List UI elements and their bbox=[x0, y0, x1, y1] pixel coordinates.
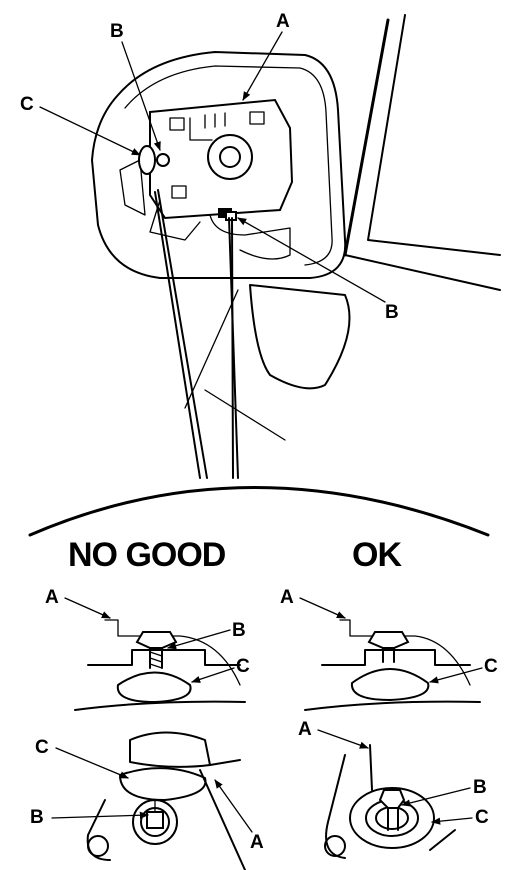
door-window-edge bbox=[367, 14, 501, 256]
callout-c-top: C bbox=[20, 94, 34, 115]
screw-head-wrong bbox=[135, 631, 178, 649]
callout-a-ng-lower: A bbox=[250, 832, 264, 853]
callout-b-bottom: B bbox=[385, 302, 399, 323]
callouts-ok-upper: A C bbox=[280, 587, 498, 684]
no-good-detail-upper bbox=[74, 619, 246, 711]
detail-divider-arc bbox=[28, 486, 490, 537]
guide-line-left-1 bbox=[157, 189, 208, 479]
callouts-top: A B C B bbox=[20, 11, 399, 323]
ok-detail-lower bbox=[324, 744, 456, 859]
mirror-assembly-view bbox=[91, 14, 501, 479]
heading-ok: OK bbox=[352, 536, 402, 574]
ok-detail-upper bbox=[304, 619, 481, 711]
cap-wrong bbox=[129, 731, 211, 768]
actuator-mount bbox=[209, 214, 291, 260]
screw-head-correct bbox=[367, 631, 410, 649]
clip-seated-wrong bbox=[116, 671, 192, 703]
mirror-housing bbox=[91, 51, 347, 279]
callout-a-ng-upper: A bbox=[45, 587, 59, 608]
no-good-detail-lower bbox=[86, 731, 246, 870]
callouts-no-good-lower: C B A bbox=[30, 737, 264, 853]
mirror-housing-inner bbox=[124, 65, 333, 266]
heading-no-good: NO GOOD bbox=[68, 536, 226, 574]
callout-c-ng-lower: C bbox=[35, 737, 49, 758]
screw-loose bbox=[146, 811, 164, 829]
callout-b-ng-lower: B bbox=[30, 807, 44, 828]
callouts-no-good-upper: A B C bbox=[45, 587, 250, 683]
callout-c-ng-upper: C bbox=[236, 656, 250, 677]
callout-a-top: A bbox=[276, 11, 290, 32]
clip-seated-correct bbox=[350, 668, 430, 701]
mirror-base-bracket bbox=[249, 284, 351, 390]
mirror-side-bracket bbox=[119, 159, 146, 216]
callout-a-ok-lower: A bbox=[298, 719, 312, 740]
callouts-ok-lower: A B C bbox=[298, 719, 489, 828]
clip-loose bbox=[119, 767, 207, 801]
pillar-line-1 bbox=[184, 289, 239, 409]
actuator-motor bbox=[207, 134, 253, 180]
retaining-clip bbox=[138, 145, 156, 175]
door-frame-edge bbox=[343, 18, 390, 257]
pillar-line-2 bbox=[204, 389, 286, 441]
callout-a-ok-upper: A bbox=[280, 587, 294, 608]
screw-tight bbox=[378, 789, 406, 809]
door-lower-edge bbox=[344, 254, 501, 291]
mounting-screw-left bbox=[156, 153, 170, 167]
callout-b-ng-upper: B bbox=[232, 620, 246, 641]
callout-b-top: B bbox=[110, 21, 124, 42]
callout-b-ok-lower: B bbox=[473, 777, 487, 798]
callout-c-ok-lower: C bbox=[475, 807, 489, 828]
callout-c-ok-upper: C bbox=[484, 656, 498, 677]
